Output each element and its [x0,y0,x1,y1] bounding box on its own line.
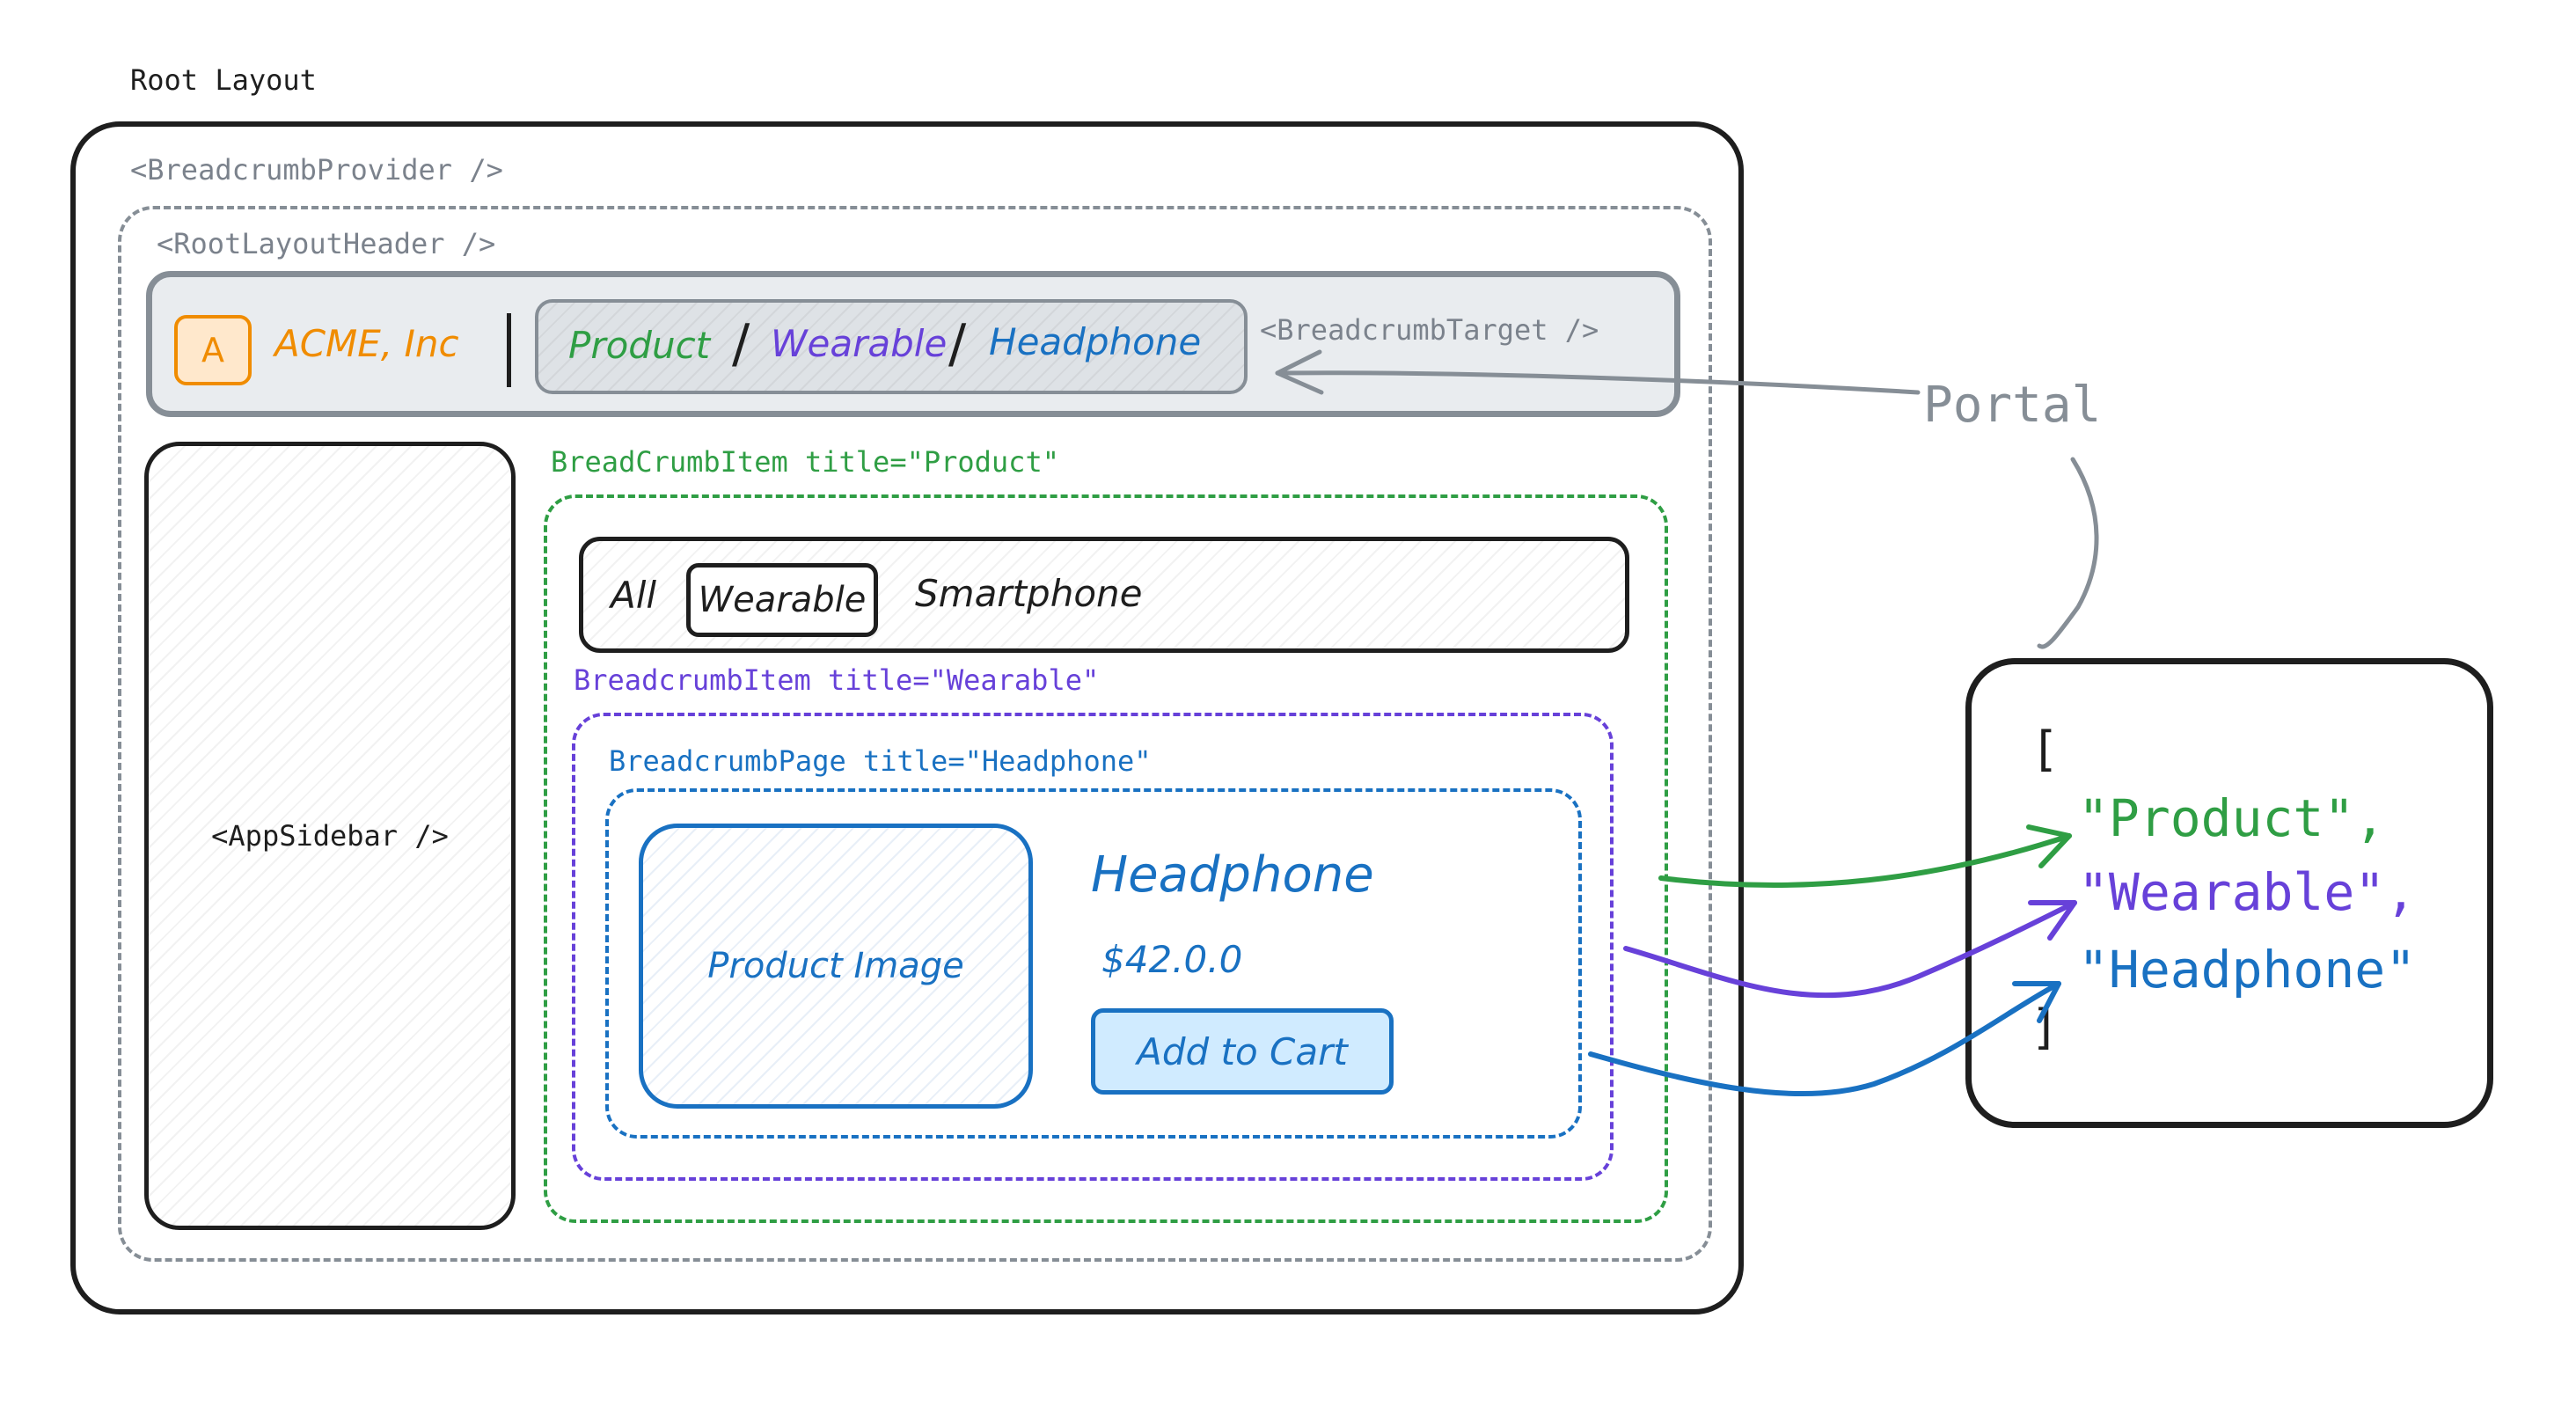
tab-wearable[interactable]: Wearable [686,563,878,637]
root-layout-box [70,121,1744,1314]
breadcrumb-wearable[interactable]: Wearable [771,322,948,365]
breadcrumb-provider-box [118,206,1712,1262]
tab-all[interactable]: All [611,574,657,617]
add-to-cart-button[interactable]: Add to Cart [1091,1008,1394,1095]
app-sidebar: <AppSidebar /> [144,442,516,1230]
breadcrumb-item-wearable-box [572,713,1614,1181]
array-close-bracket: ] [2031,1000,2060,1055]
array-item-wearable: "Wearable", [2078,862,2417,922]
root-layout-header-label: <RootLayoutHeader /> [157,227,496,260]
product-name: Headphone [1091,846,1374,904]
root-layout-title: Root Layout [130,63,317,97]
breadcrumb-page-headphone-box [605,788,1582,1139]
breadcrumb-array-box [1965,658,2493,1128]
logo-letter: A [201,331,224,370]
breadcrumb-item-product-label: BreadCrumbItem title="Product" [551,445,1059,479]
array-item-product: "Product", [2078,788,2386,848]
breadcrumb-target-box [535,299,1248,394]
breadcrumb-provider-label: <BreadcrumbProvider /> [130,153,503,187]
breadcrumb-page-headphone-label: BreadcrumbPage title="Headphone" [609,744,1152,778]
breadcrumb-headphone[interactable]: Headphone [989,320,1202,363]
array-open-bracket: [ [2031,721,2060,777]
breadcrumb-item-wearable-label: BreadcrumbItem title="Wearable" [574,663,1100,697]
breadcrumb-product[interactable]: Product [568,324,711,367]
breadcrumb-separator-2: / [948,313,967,375]
header-divider [507,313,511,387]
add-to-cart-label: Add to Cart [1137,1029,1348,1073]
product-image: Product Image [639,824,1033,1109]
tab-wearable-label: Wearable [698,580,867,620]
product-price: $42.0.0 [1101,938,1243,981]
portal-connector [2037,457,2099,649]
company-name: ACME, Inc [274,322,459,365]
product-image-label: Product Image [707,946,964,986]
company-logo[interactable]: A [174,315,252,385]
array-item-headphone: "Headphone" [2078,940,2417,1000]
app-sidebar-label: <AppSidebar /> [211,819,449,853]
breadcrumb-target-label: <BreadcrumbTarget /> [1260,313,1599,347]
tab-smartphone[interactable]: Smartphone [915,572,1143,615]
portal-label: Portal [1923,377,2102,434]
breadcrumb-separator-1: / [732,313,750,375]
